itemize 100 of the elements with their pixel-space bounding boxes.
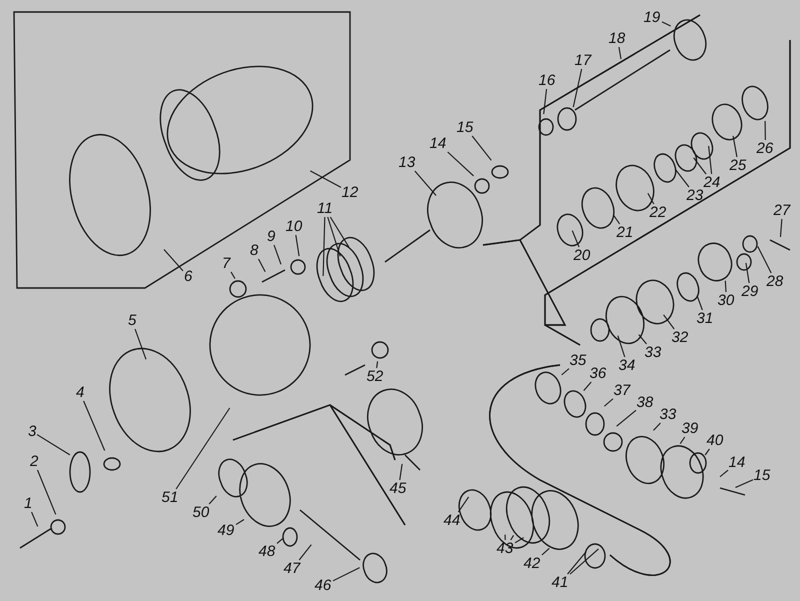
leader-line — [561, 368, 570, 376]
callout-number: 45 — [390, 480, 406, 496]
leader-line — [757, 246, 772, 274]
leader-line — [724, 280, 727, 292]
leader-line — [693, 157, 706, 174]
leader-line — [36, 470, 56, 515]
leader-line — [31, 512, 38, 527]
callout-number: 8 — [250, 242, 258, 258]
leader-line — [399, 464, 403, 480]
leader-line — [542, 548, 550, 556]
callout-number: 48 — [258, 544, 276, 558]
leader-line — [696, 295, 703, 310]
callout-number: 47 — [284, 560, 300, 576]
callout-number: 34 — [618, 358, 636, 372]
callout-number: 19 — [644, 10, 660, 24]
callout-number: 4 — [76, 384, 84, 400]
callout-number: 31 — [696, 310, 714, 326]
leader-line — [332, 567, 360, 582]
callout-number: 6 — [184, 268, 192, 284]
callout-number: 10 — [286, 218, 302, 234]
leader-line — [618, 46, 622, 60]
callout-number: 32 — [672, 330, 688, 344]
leader-line — [745, 262, 750, 284]
leader-line — [780, 218, 782, 238]
leader-line — [647, 192, 654, 204]
leader-line — [472, 136, 492, 161]
leader-line — [708, 146, 712, 174]
leader-line — [458, 496, 470, 512]
callout-number: 52 — [366, 368, 384, 384]
callout-number: 18 — [608, 30, 626, 46]
leader-line — [36, 434, 70, 456]
leader-line — [735, 479, 754, 488]
callout-number: 23 — [686, 188, 704, 202]
leader-line — [327, 216, 341, 256]
callout-number: 7 — [222, 256, 230, 270]
leader-line — [510, 535, 514, 540]
leader-line — [164, 249, 184, 272]
callout-number: 9 — [267, 228, 276, 244]
leader-line — [298, 544, 312, 560]
callout-number: 15 — [754, 468, 770, 482]
callout-number: 22 — [650, 204, 666, 220]
leader-line — [414, 170, 436, 196]
leader-line — [663, 314, 675, 330]
leader-line — [543, 88, 548, 114]
leader-line — [732, 136, 738, 158]
leader-line — [638, 334, 647, 344]
leader-line — [236, 519, 244, 525]
callout-number: 36 — [590, 366, 606, 380]
callout-number: 17 — [574, 52, 592, 68]
leader-line — [230, 272, 236, 279]
callout-number: 1 — [24, 496, 32, 510]
callout-number: 30 — [718, 292, 734, 308]
leader-line — [572, 230, 580, 248]
leader-line — [447, 152, 474, 176]
leader-line — [570, 548, 599, 575]
callout-number: 44 — [444, 512, 460, 528]
callout-number: 14 — [430, 136, 446, 150]
leader-line — [276, 537, 284, 544]
leader-line — [330, 216, 350, 248]
callout-number: 35 — [570, 352, 586, 368]
leader-line — [572, 68, 582, 108]
callout-number: 25 — [730, 158, 746, 172]
leader-line — [567, 551, 587, 574]
callout-number: 40 — [706, 432, 724, 448]
leader-line — [310, 170, 342, 188]
callout-number: 15 — [456, 120, 474, 134]
leader-line — [176, 408, 230, 490]
leader-line — [662, 21, 671, 26]
leader-line — [612, 214, 620, 224]
callout-number: 46 — [314, 578, 332, 592]
callout-number: 49 — [218, 522, 234, 538]
leader-line — [274, 244, 282, 265]
callout-number: 39 — [682, 420, 698, 436]
callout-number: 11 — [317, 200, 333, 216]
leader-line — [680, 436, 686, 444]
callout-number: 3 — [28, 424, 36, 438]
callout-number: 27 — [774, 202, 790, 218]
leader-line — [322, 216, 326, 276]
leader-line — [653, 422, 661, 431]
callout-number: 33 — [660, 406, 676, 422]
callout-number: 21 — [616, 224, 634, 240]
leader-line — [295, 234, 300, 256]
callout-number: 24 — [704, 174, 720, 190]
leader-line — [617, 336, 626, 358]
callout-number: 16 — [538, 72, 556, 88]
leader-line — [704, 448, 710, 456]
leader-line — [514, 537, 524, 544]
callout-number: 50 — [192, 504, 210, 520]
callout-number: 12 — [342, 184, 358, 200]
callout-number: 29 — [742, 284, 758, 298]
callout-number: 28 — [766, 274, 784, 288]
callout-number: 2 — [30, 454, 38, 468]
leader-line — [376, 361, 378, 368]
leader-line — [604, 398, 614, 407]
callout-number: 51 — [162, 490, 178, 504]
callout-number: 20 — [574, 248, 590, 262]
callout-number: 41 — [552, 574, 568, 590]
leader-line — [675, 169, 690, 188]
leader-line — [258, 258, 266, 272]
callout-number: 37 — [614, 382, 630, 398]
